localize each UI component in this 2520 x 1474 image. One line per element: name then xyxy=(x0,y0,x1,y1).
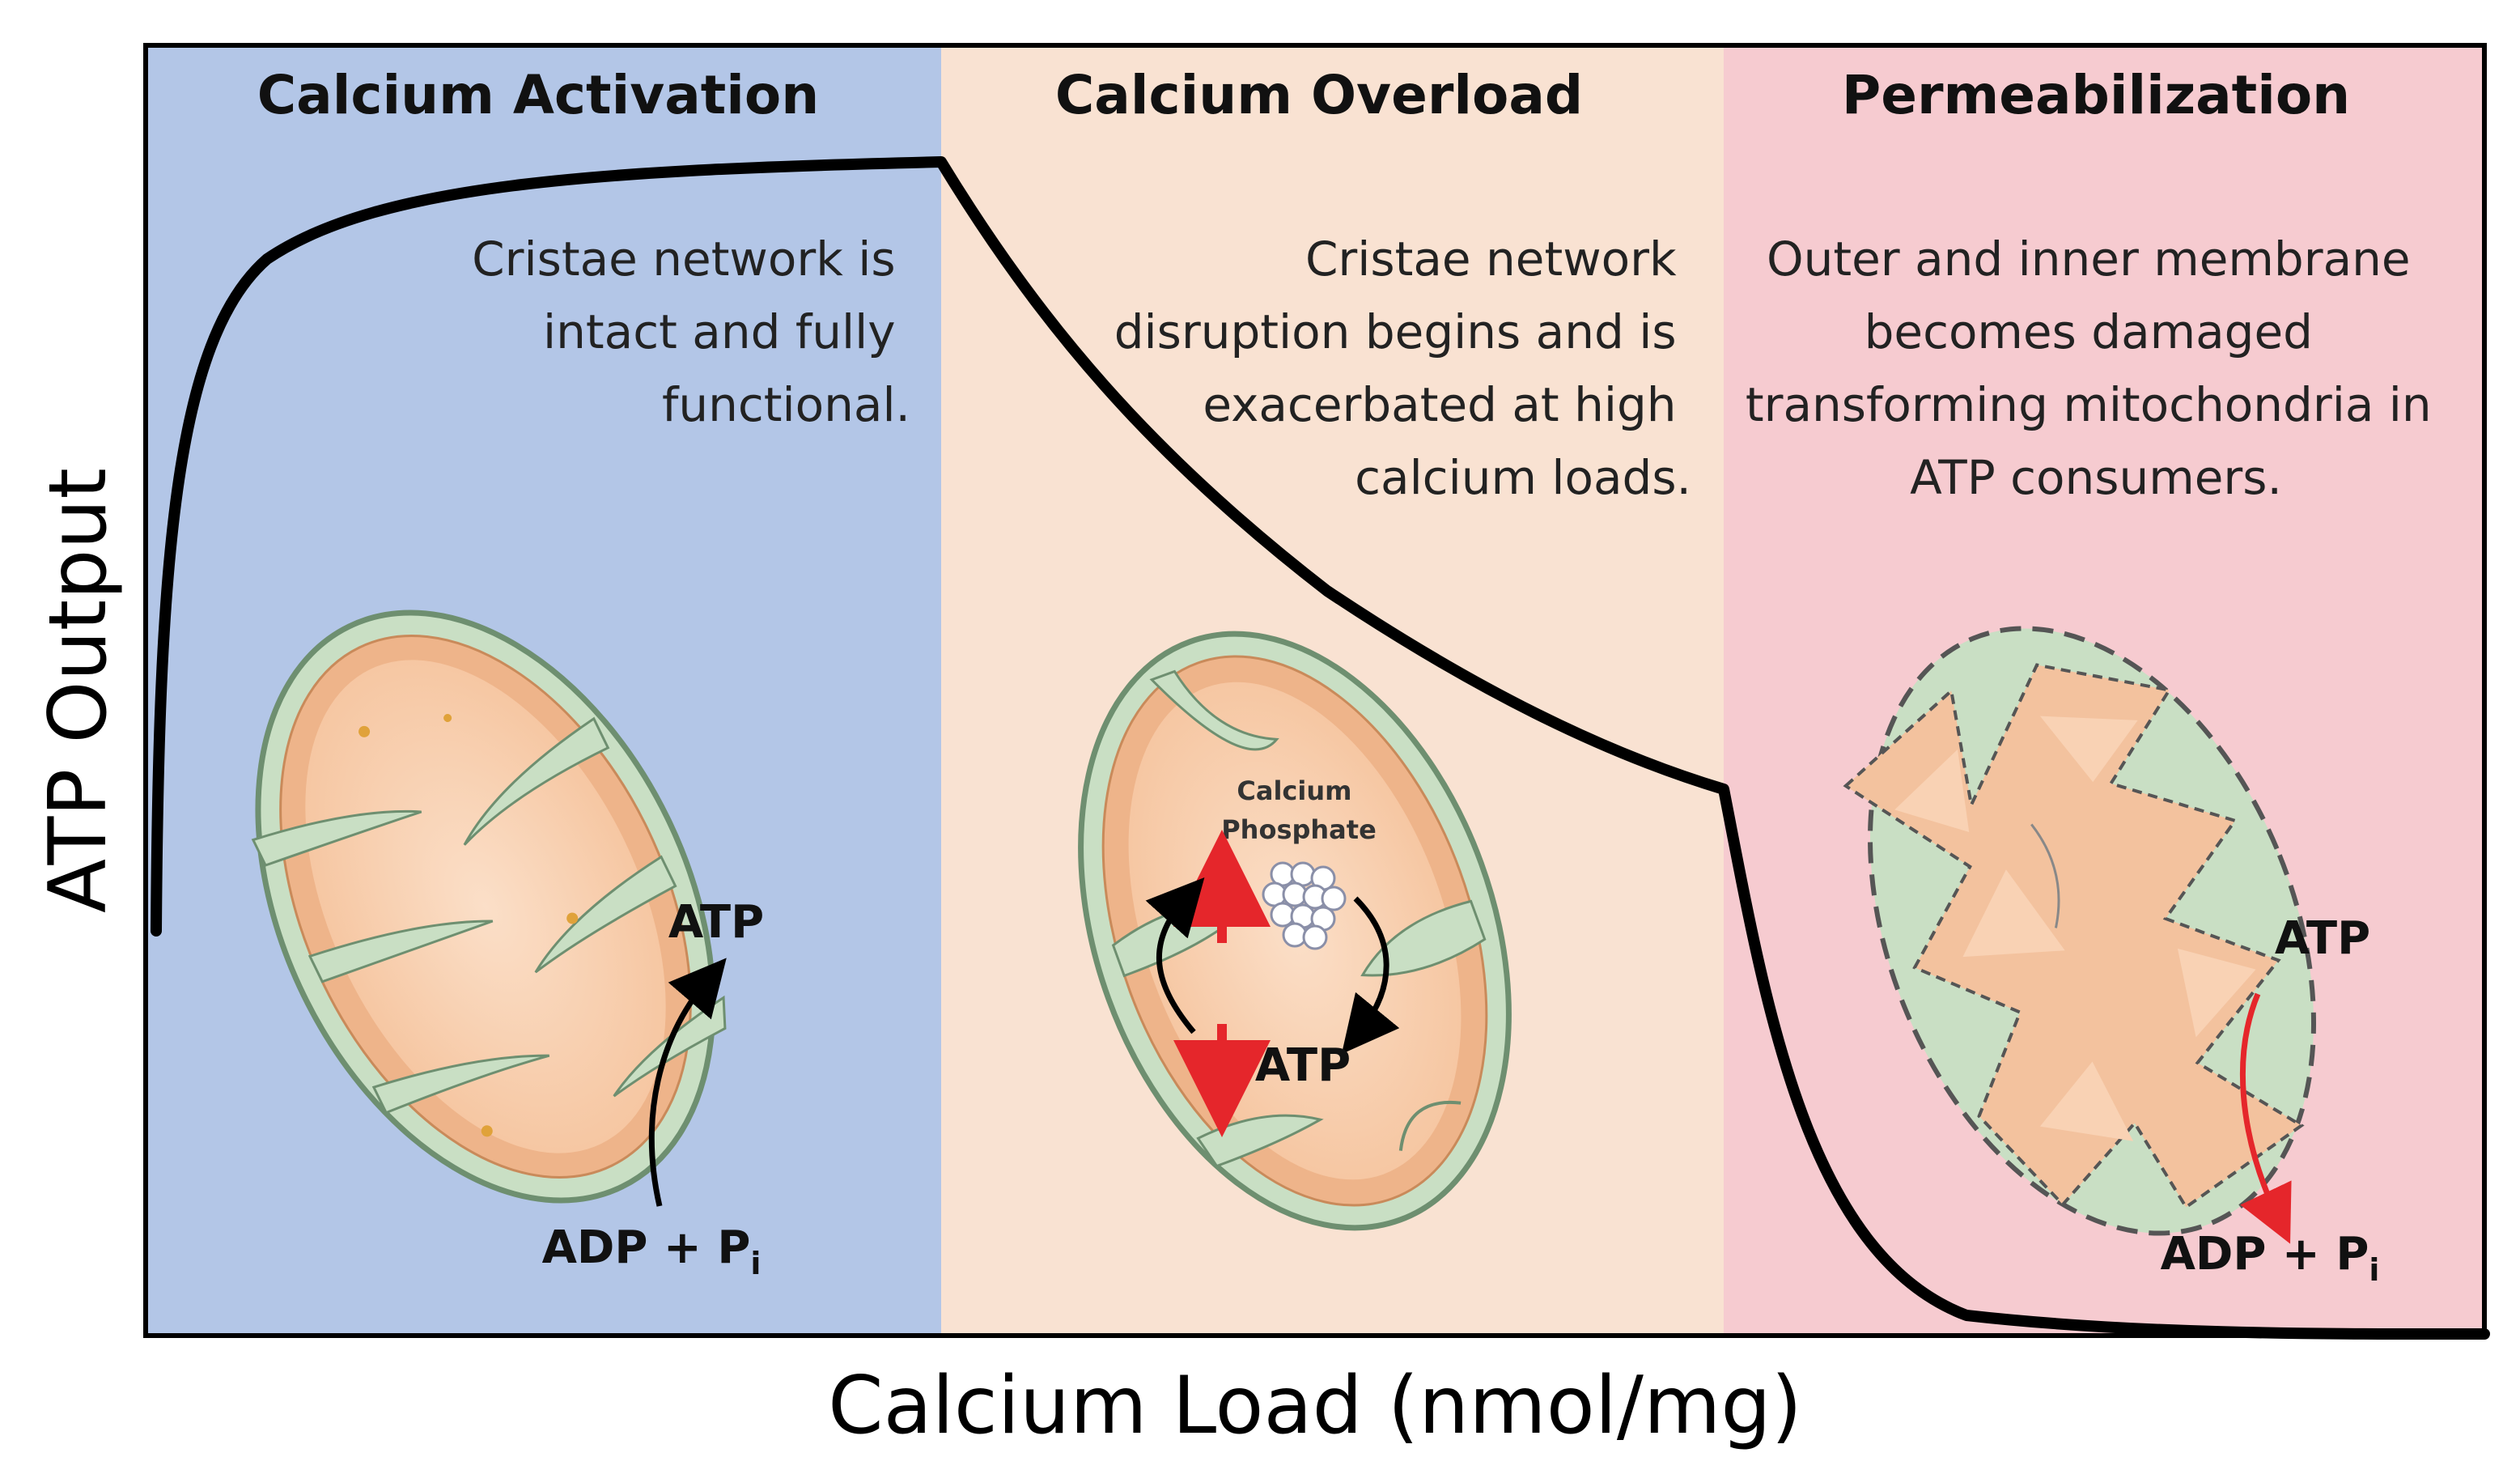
panel-description-overload: Cristae network disruption begins and is… xyxy=(1114,232,1691,505)
atp-synthesis-arrow xyxy=(648,958,727,1207)
panel-title-overload: Calcium Overload xyxy=(1055,64,1583,126)
adp-label-activation: ADP + Pi xyxy=(542,1221,762,1281)
atp-output-curve xyxy=(151,156,2490,1340)
y-axis-label: ATP Output xyxy=(32,468,125,913)
atp-consumption-arrow xyxy=(2239,992,2292,1244)
atp-label-activation: ATP xyxy=(668,896,764,949)
adp-label-permeabilization: ADP + Pi xyxy=(2161,1228,2380,1288)
mitochondrion-icon xyxy=(1843,626,2316,1236)
panel-title-permeabilization: Permeabilization xyxy=(1842,64,2350,126)
atp-label-overload: ATP xyxy=(1255,1039,1351,1092)
panel-description-activation: Cristae network is intact and fully func… xyxy=(472,232,910,432)
cycle-arrow-left xyxy=(1145,877,1205,1034)
x-axis-label: Calcium Load (nmol/mg) xyxy=(828,1360,1802,1452)
panel-description-permeabilization: Outer and inner membrane becomes damaged… xyxy=(1746,232,2446,505)
panel-title-activation: Calcium Activation xyxy=(257,64,820,126)
atp-label-permeabilization: ATP xyxy=(2275,912,2370,965)
calcium-phosphate-crystal-icon xyxy=(1262,861,1347,950)
plot-frame xyxy=(143,43,2487,1338)
cycle-arrow-right xyxy=(1341,896,1400,1055)
